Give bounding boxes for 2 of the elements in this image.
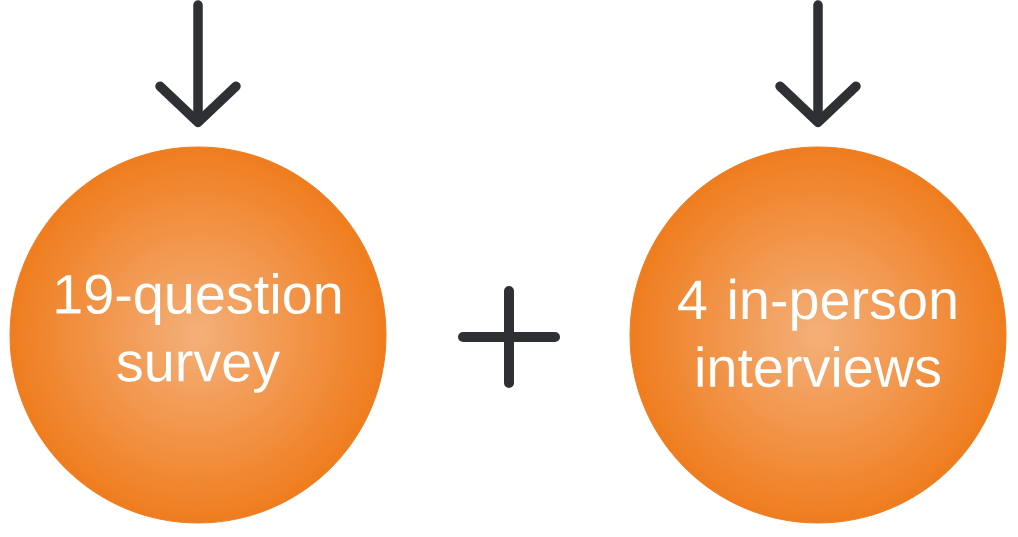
- node-label: 4 in-person interviews: [678, 278, 956, 388]
- node-label: 19-question survey: [56, 273, 341, 393]
